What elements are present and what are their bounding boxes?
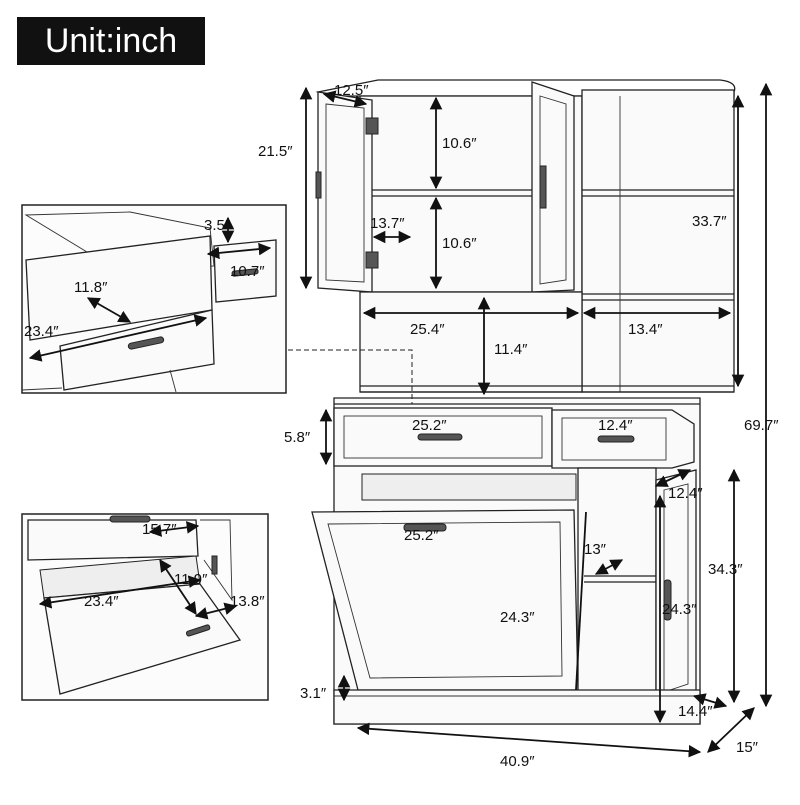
dim-door-width-top: 12.5″ [334,82,369,99]
dim-inner-shelf-depth: 13″ [584,541,607,558]
dim-inset1-small-width: 10.7″ [230,263,265,280]
dim-upper-cabinet-height: 21.5″ [258,143,293,160]
dim-open-width-left: 25.4″ [410,321,445,338]
main-cabinet [311,79,736,725]
dim-upper-depth: 13.7″ [370,215,405,232]
dim-open-width-right: 13.4″ [628,321,663,338]
dim-total-width: 40.9″ [500,753,535,770]
dim-base-height: 3.1″ [300,685,327,702]
dim-inset2-bin-height: 13.8″ [230,593,265,610]
dim-inset2-bin-depth: 11.9″ [174,571,208,588]
unit-label: Unit:inch [17,17,205,65]
dimension-arrows [28,82,773,758]
dim-inset1-large-width: 23.4″ [24,323,59,340]
dim-inset2-opening-width: 15.7″ [142,521,177,538]
dim-bin-height: 24.3″ [500,609,535,626]
dim-inset1-drawer-height: 3.5″ [204,217,231,234]
dim-left-drawer-width: 25.2″ [412,417,447,434]
dim-lower-depth: 14.4″ [678,703,713,720]
dim-side-shelves-height: 33.7″ [692,213,727,230]
dim-inset1-drawer-depth: 11.8″ [74,279,108,296]
dim-bin-width: 25.2″ [404,527,439,544]
inset-drawers-detail [21,204,287,394]
dimension-labels: 12.5″ 21.5″ 10.6″ 10.6″ 13.7″ 33.7″ 25.4… [24,82,779,770]
dim-shelf-gap-lower: 10.6″ [442,235,477,252]
dim-open-height: 11.4″ [494,341,528,358]
dim-total-depth: 15″ [736,739,759,756]
dim-lower-cabinet-height: 34.3″ [708,561,743,578]
dim-drawer-height: 5.8″ [284,429,311,446]
dim-side-door-width: 12.4″ [668,485,703,502]
dim-inset2-bin-width: 23.4″ [84,593,119,610]
dim-right-drawer-width: 12.4″ [598,417,633,434]
dim-side-door-height: 24.3″ [662,601,697,618]
dim-total-height: 69.7″ [744,417,779,434]
dim-shelf-gap-upper: 10.6″ [442,135,477,152]
